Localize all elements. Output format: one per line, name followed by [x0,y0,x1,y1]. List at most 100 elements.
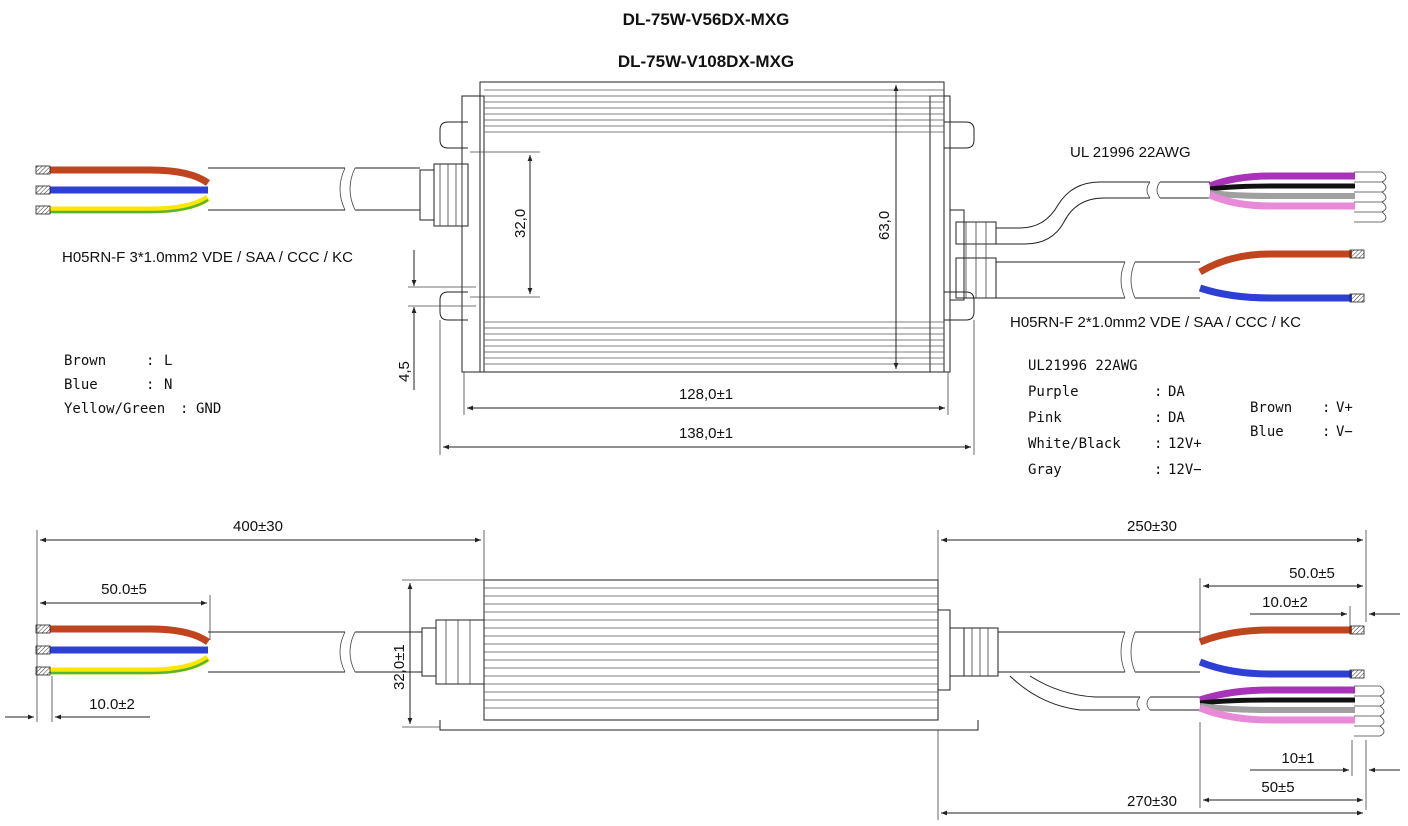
output-cable-jacket-side [998,631,1200,673]
dim-mount-hole: 4,5 [396,361,413,382]
wire-purple [1198,686,1355,704]
svg-text::: : [1154,436,1162,452]
dim-body-width: 63,0 [876,211,893,240]
signal-cable-jacket-side [1009,675,1140,711]
wire-brown-output [1198,626,1352,646]
legend-signal: V+ [1336,400,1353,416]
tinned-end [35,165,51,175]
dim-signal-cable: 270±30 [1127,793,1177,810]
wire-yellow [50,655,211,675]
input-cable-gland [419,163,469,227]
flange-right [929,95,951,373]
mount-tab-top-right [944,121,975,149]
wire-purple [1208,172,1355,190]
wire-black [1199,697,1355,706]
legend-wire: Yellow/Green [64,401,165,417]
side-view: 400±30 250±30 50.0±5 10.0±2 32,0±1 50.0±… [5,518,1400,820]
title-model-1: DL-75W-V56DX-MXG [623,10,790,29]
output-cable-gland [949,209,997,301]
signal-cable-break-side [1136,696,1151,711]
svg-text::: : [1154,462,1162,478]
output-cable-break [1120,261,1136,299]
tinned-end [1349,249,1365,259]
legend-signal: 12V− [1168,462,1202,478]
tinned-end [1349,293,1365,303]
flange-left [461,95,485,373]
dim-signal-tin: 10±1 [1281,750,1314,767]
housing-fins-side [484,587,938,709]
wire-blue-output [1198,284,1352,302]
input-cable-jacket-side [208,631,422,673]
mount-tab-top-left [439,121,468,149]
legend-signal: L [164,353,172,369]
svg-text::: : [1154,410,1162,426]
signal-wires-side [1198,685,1385,737]
wire-yellow [50,194,210,214]
wire-brown-output [1198,250,1352,276]
tinned-end [1349,669,1365,679]
top-view: H05RN-F 3*1.0mm2 VDE / SAA / CCC / KC UL… [35,81,1387,455]
legend-signal: V− [1336,424,1353,440]
dim-total-length: 138,0±1 [679,425,733,442]
dim-body-length: 128,0±1 [679,386,733,403]
wire-green-stripe [50,198,209,214]
mount-tab-bottom-right [944,291,975,321]
legend-signal: 12V+ [1168,436,1202,452]
dim-input-tin: 10.0±2 [89,696,135,713]
tinned-end [35,645,51,655]
output-cable-spec: H05RN-F 2*1.0mm2 VDE / SAA / CCC / KC [1010,314,1301,331]
output-cable-break-side [1120,631,1136,673]
signal-cable-spec: UL 21996 22AWG [1070,144,1191,161]
legend-signal-wires: UL21996 22AWG Purple : DA Pink : DA Whit… [1028,358,1202,478]
dim-input-strip: 50.0±5 [101,581,147,598]
input-wires-top [35,165,211,215]
svg-text::: : [1322,400,1330,416]
signal-cable-jacket-end-side [1150,696,1200,711]
svg-text::: : [1322,424,1330,440]
mounting-base [439,720,979,731]
housing-fins-top [484,89,944,365]
legend-output-wires: Brown : V+ Blue : V− [1250,400,1353,440]
tinned-end [35,205,51,215]
wire-brown [50,625,211,645]
legend-wire: Blue [64,377,98,393]
legend-wire: Brown [1250,400,1292,416]
output-boss [938,609,951,691]
svg-text::: : [180,401,188,417]
dim-output-tin: 10.0±2 [1262,594,1308,611]
input-cable-gland-side [421,619,485,685]
legend-wire: Brown [64,353,106,369]
title-model-2: DL-75W-V108DX-MXG [618,52,794,71]
signal-cable-jacket-top [996,181,1150,245]
input-cable-break-side [339,631,356,673]
input-wires-side [35,624,211,676]
legend-signal: DA [1168,384,1185,400]
legend-wire: White/Black [1028,436,1121,452]
wire-pink [1208,191,1355,210]
legend-signal: N [164,377,172,393]
dim-signal-strip: 50±5 [1261,779,1294,796]
legend-signal: DA [1168,410,1185,426]
wire-green-stripe [50,658,209,675]
signal-wires-top [1208,171,1387,223]
legend-wire: Gray [1028,462,1062,478]
input-cable-spec: H05RN-F 3*1.0mm2 VDE / SAA / CCC / KC [62,249,353,266]
legend-wire: Purple [1028,384,1079,400]
housing-side-view [483,579,939,721]
input-cable-jacket [208,167,420,211]
dim-output-power-cable: 250±30 [1127,518,1177,535]
wire-black [1209,183,1355,192]
tinned-end [35,624,51,634]
legend-input-wires: Brown : L Blue : N Yellow/Green : GND [64,353,221,417]
dim-input-cable: 400±30 [233,518,283,535]
legend-wire: Pink [1028,410,1062,426]
svg-text::: : [146,353,154,369]
legend-signal-header: UL21996 22AWG [1028,358,1138,374]
svg-text::: : [1154,384,1162,400]
tinned-end [35,666,51,676]
dim-body-height: 32,0 [512,209,529,238]
signal-cable-break [1146,181,1161,199]
wire-connector-terminals-side [1354,685,1385,737]
